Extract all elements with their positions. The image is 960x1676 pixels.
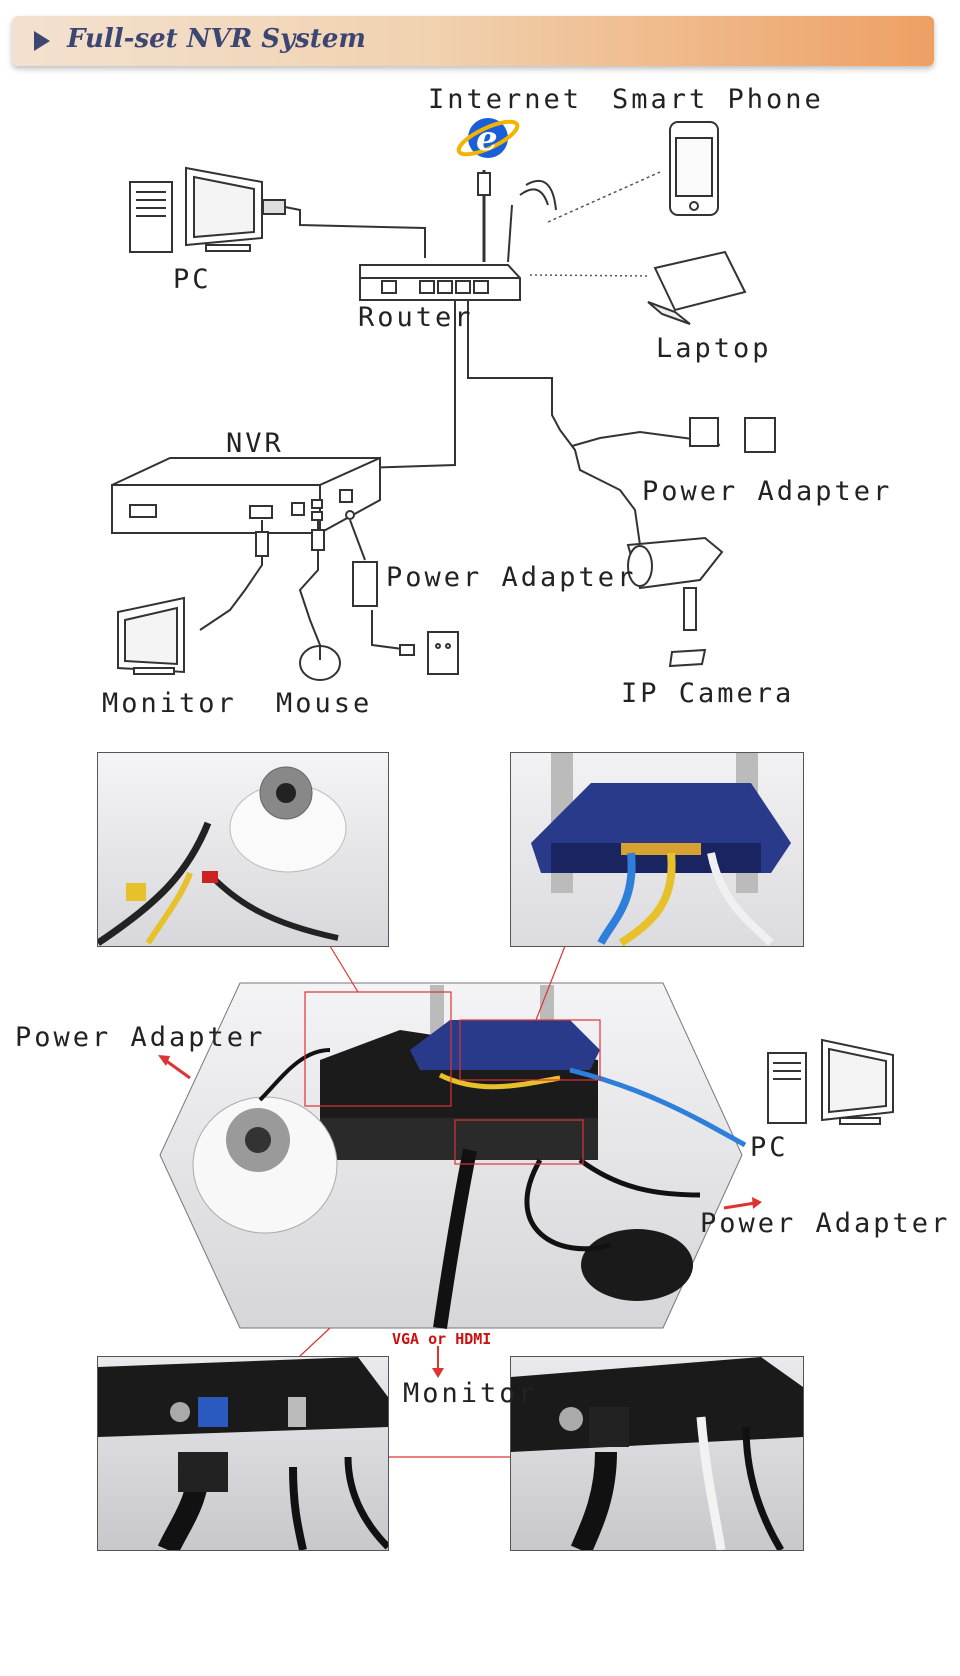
play-arrow-icon <box>34 31 50 51</box>
router-ports-photo <box>511 753 803 946</box>
internet-icon: e <box>456 118 520 159</box>
mouse-icon <box>299 645 341 681</box>
dome-camera-cable-photo <box>98 753 388 946</box>
right-power-adapter-label: Power Adapter <box>700 1208 951 1239</box>
mouse-label: Mouse <box>276 688 373 719</box>
nvr-rear-panel-photo-left <box>98 1357 388 1550</box>
section-title: Full-set NVR System <box>67 24 366 54</box>
monitor-label: Monitor <box>102 688 237 719</box>
vga-hdmi-callout: VGA or HDMI <box>392 1330 492 1348</box>
pc-icon-right <box>767 1038 894 1125</box>
camera-power-adapter-label: Power Adapter <box>642 476 893 507</box>
router-icon <box>359 179 557 301</box>
nvr-power-adapter-label: Power Adapter <box>386 562 637 593</box>
nvr-label: NVR <box>226 428 284 459</box>
smart-phone-icon <box>669 121 719 216</box>
network-diagram: e <box>111 118 776 681</box>
svg-text:e: e <box>476 119 498 159</box>
pc-label: PC <box>173 264 212 295</box>
ip-camera-icon <box>626 536 724 668</box>
laptop-icon <box>647 250 747 325</box>
ip-camera-power-adapter-icon <box>689 417 776 453</box>
left-power-adapter-label: Power Adapter <box>15 1022 266 1053</box>
nvr-rear-panel-photo-right <box>511 1357 803 1550</box>
pc-icon <box>129 166 286 253</box>
smart-phone-label: Smart Phone <box>612 84 824 115</box>
laptop-label: Laptop <box>656 333 772 364</box>
monitor-icon <box>117 596 185 675</box>
right-pc-label: PC <box>750 1132 789 1163</box>
ip-camera-label: IP Camera <box>621 678 795 709</box>
router-label: Router <box>358 302 474 333</box>
nvr-power-adapter-icon <box>352 561 459 675</box>
nvr-icon <box>111 456 381 535</box>
internet-label: Internet <box>428 84 583 115</box>
photo-monitor-label: Monitor <box>403 1378 538 1409</box>
section-banner: Full-set NVR System <box>12 16 934 66</box>
